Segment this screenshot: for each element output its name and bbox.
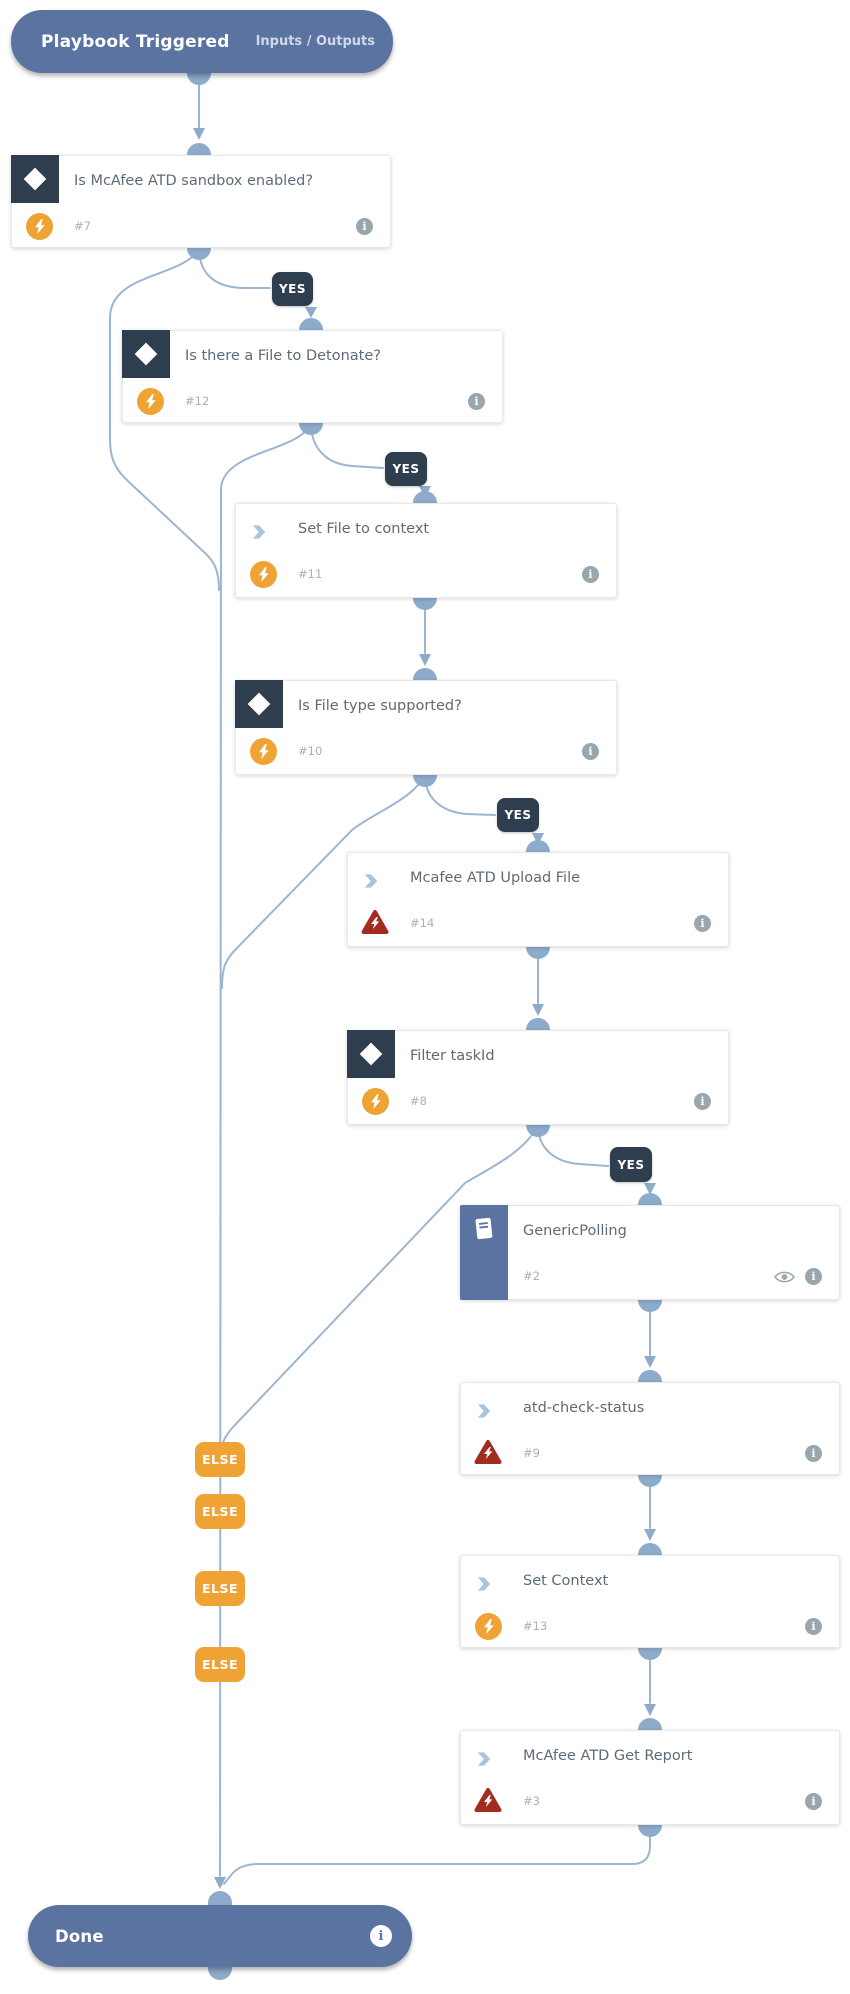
condition-node-12[interactable]: Is there a File to Detonate? #12: [122, 330, 503, 423]
info-icon[interactable]: [582, 743, 599, 760]
branch-label-else: ELSE: [195, 1442, 245, 1477]
branch-label-yes: YES: [272, 272, 313, 306]
error-triangle-bolt-icon: [361, 910, 389, 934]
condition-diamond-icon: [11, 155, 59, 203]
automation-bolt-icon: [250, 561, 277, 588]
automation-bolt-icon: [137, 388, 164, 415]
task-title: Set File to context: [298, 521, 430, 537]
task-chevron-icon: [477, 1752, 491, 1766]
task-number: #11: [298, 567, 323, 581]
info-icon[interactable]: [370, 1925, 392, 1947]
condition-diamond-icon: [235, 680, 283, 728]
info-icon[interactable]: [805, 1445, 822, 1462]
task-title: Set Context: [523, 1573, 609, 1589]
playbook-book-icon: [460, 1205, 508, 1300]
info-icon[interactable]: [694, 1093, 711, 1110]
playbook-trigger-node[interactable]: Playbook Triggered Inputs / Outputs: [11, 10, 393, 73]
task-title: Mcafee ATD Upload File: [410, 870, 581, 886]
subplaybook-node-2[interactable]: GenericPolling #2: [460, 1205, 840, 1300]
info-icon[interactable]: [694, 915, 711, 932]
task-node-14[interactable]: Mcafee ATD Upload File #14: [347, 852, 729, 947]
condition-node-10[interactable]: Is File type supported? #10: [235, 680, 617, 775]
task-number: #9: [523, 1446, 540, 1460]
done-node[interactable]: Done: [28, 1905, 412, 1967]
branch-label-else: ELSE: [195, 1647, 245, 1682]
branch-label-yes: YES: [610, 1147, 652, 1182]
info-icon[interactable]: [468, 393, 485, 410]
condition-node-7[interactable]: Is McAfee ATD sandbox enabled? #7: [11, 155, 391, 248]
task-title: Is File type supported?: [298, 698, 462, 714]
automation-bolt-icon: [362, 1088, 389, 1115]
task-node-3[interactable]: McAfee ATD Get Report #3: [460, 1730, 840, 1825]
info-icon[interactable]: [805, 1268, 822, 1285]
inputs-outputs-link[interactable]: Inputs / Outputs: [255, 34, 375, 49]
automation-bolt-icon: [250, 738, 277, 765]
task-title: atd-check-status: [523, 1400, 645, 1416]
task-title: Filter taskId: [410, 1048, 495, 1064]
task-number: #3: [523, 1794, 540, 1808]
info-icon[interactable]: [805, 1793, 822, 1810]
error-triangle-bolt-icon: [474, 1440, 502, 1464]
info-icon[interactable]: [356, 218, 373, 235]
branch-label-yes: YES: [497, 798, 539, 832]
playbook-trigger-title: Playbook Triggered: [41, 31, 230, 52]
eye-icon[interactable]: [774, 1270, 795, 1284]
branch-label-else: ELSE: [195, 1494, 245, 1529]
branch-label-else: ELSE: [195, 1571, 245, 1606]
task-chevron-icon: [477, 1577, 491, 1591]
task-number: #7: [74, 219, 91, 233]
info-icon[interactable]: [805, 1618, 822, 1635]
task-number: #12: [185, 394, 210, 408]
task-chevron-icon: [364, 874, 378, 888]
task-node-11[interactable]: Set File to context #11: [235, 503, 617, 598]
task-title: Is McAfee ATD sandbox enabled?: [74, 173, 314, 189]
task-number: #14: [410, 916, 435, 930]
automation-bolt-icon: [26, 213, 53, 240]
automation-bolt-icon: [475, 1613, 502, 1640]
task-number: #10: [298, 744, 323, 758]
task-chevron-icon: [477, 1404, 491, 1418]
branch-label-yes: YES: [385, 452, 427, 486]
error-triangle-bolt-icon: [474, 1788, 502, 1812]
condition-diamond-icon: [347, 1030, 395, 1078]
done-title: Done: [55, 1926, 104, 1946]
task-node-13[interactable]: Set Context #13: [460, 1555, 840, 1648]
task-chevron-icon: [252, 525, 266, 539]
task-node-9[interactable]: atd-check-status #9: [460, 1382, 840, 1475]
task-number: #8: [410, 1094, 427, 1108]
condition-diamond-icon: [122, 330, 170, 378]
task-number: #2: [523, 1269, 540, 1283]
task-number: #13: [523, 1619, 548, 1633]
condition-node-8[interactable]: Filter taskId #8: [347, 1030, 729, 1125]
task-title: GenericPolling: [523, 1223, 627, 1239]
info-icon[interactable]: [582, 566, 599, 583]
task-title: McAfee ATD Get Report: [523, 1748, 693, 1764]
task-title: Is there a File to Detonate?: [185, 348, 381, 364]
